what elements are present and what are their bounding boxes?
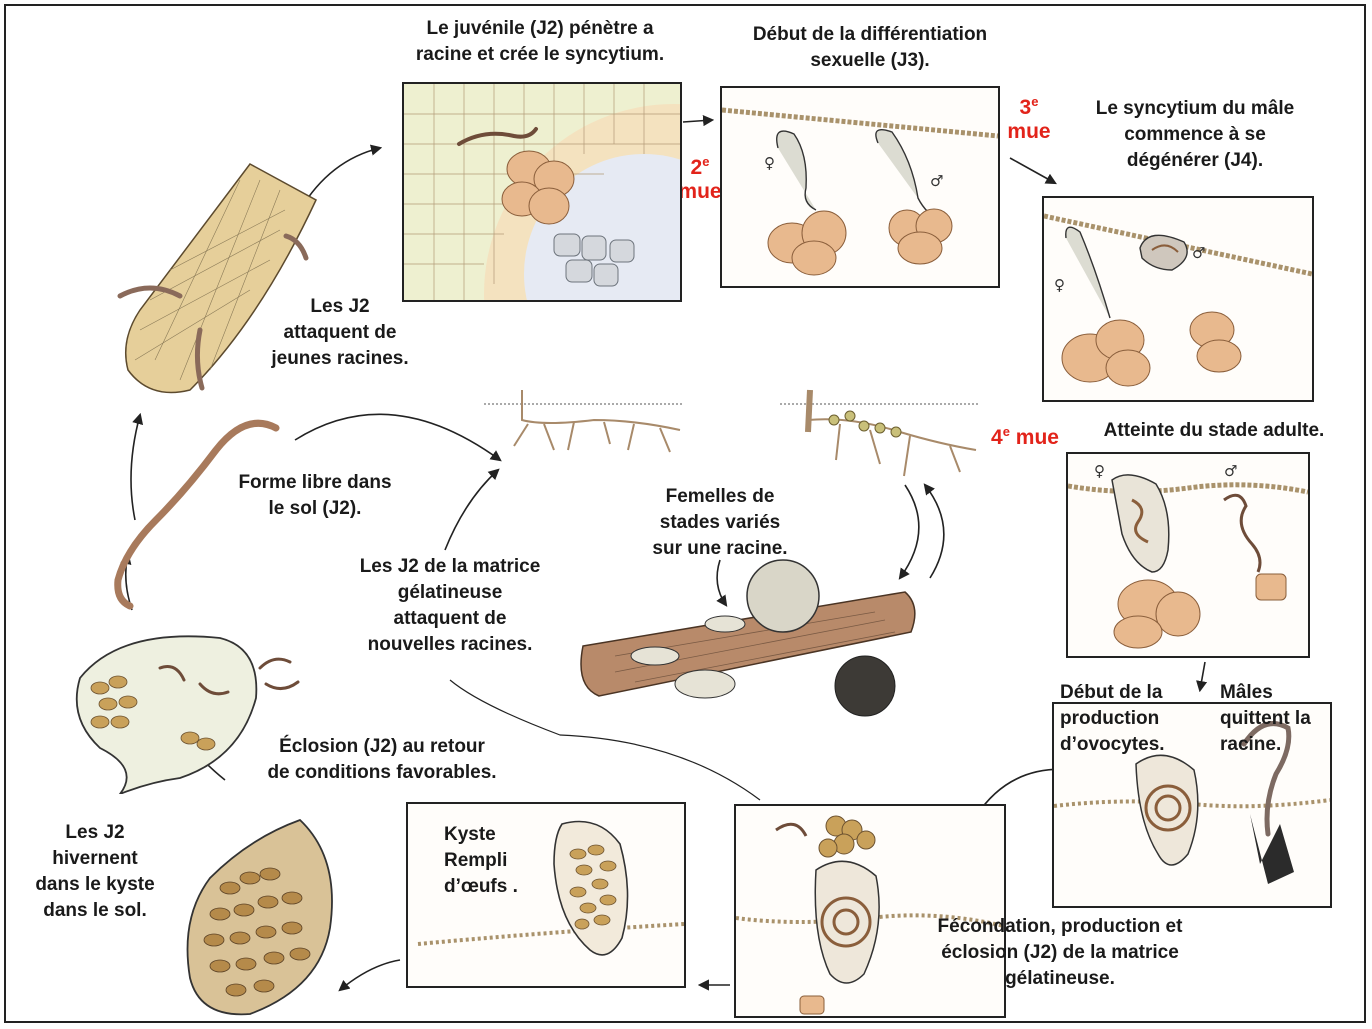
svg-text:♀: ♀ <box>1094 462 1105 480</box>
label-j2-penetration: Le juvénile (J2) pénètre a racine et cré… <box>380 16 700 68</box>
arrow-j3-to-j4 <box>1010 158 1055 183</box>
panel-j4: ♀ ♂ <box>1042 196 1314 402</box>
panel-differentiation: ♀ ♂ <box>720 86 1000 288</box>
label-j2-attack-young-roots: Les J2 attaquent de jeunes racines. <box>240 294 440 372</box>
arrow-penetration-to-j3 <box>683 120 712 122</box>
label-sexual-differentiation: Début de la différentiation sexuelle (J3… <box>710 22 1030 74</box>
arrow-adult-to-ovocytes <box>1200 662 1205 690</box>
label-fecondation: Fécondation, production et éclosion (J2)… <box>900 914 1220 992</box>
label-adult-stage: Atteinte du stade adulte. <box>1084 418 1344 444</box>
label-matrix-j2-attack: Les J2 de la matrice gélatineuse attaque… <box>330 554 570 658</box>
soil-root-left-illustration <box>484 380 684 480</box>
svg-text:♂: ♂ <box>1224 462 1237 480</box>
overwintering-cyst-illustration <box>170 818 350 1018</box>
label-cyst-filled: Kyste Rempli d’œufs . <box>444 822 544 900</box>
soil-root-right-illustration <box>780 380 980 490</box>
label-females-various-stages: Femelles de stades variés sur une racine… <box>620 484 820 562</box>
panel-adult: ♀ ♂ <box>1066 452 1310 658</box>
svg-text:♀: ♀ <box>1054 276 1065 294</box>
arrow-femelles-right-up <box>925 485 944 578</box>
root-with-females-illustration <box>575 556 925 732</box>
label-overwintering: Les J2 hivernent dans le kyste dans le s… <box>20 820 170 924</box>
svg-text:♂: ♂ <box>1192 244 1205 262</box>
label-ovocyte-production: Début de la production d’ovocytes. <box>1060 680 1200 758</box>
label-free-form-j2: Forme libre dans le sol (J2). <box>210 470 420 522</box>
molt-3: 3emue <box>994 90 1064 144</box>
panel-penetration <box>402 82 682 302</box>
svg-text:♀: ♀ <box>764 154 775 172</box>
label-males-leave-root: Mâles quittent la racine. <box>1220 680 1350 758</box>
svg-text:♂: ♂ <box>930 172 943 190</box>
arrow-free-to-soil-root <box>295 414 500 460</box>
label-hatching: Éclosion (J2) au retour de conditions fa… <box>232 734 532 786</box>
label-male-syncytium: Le syncytium du mâle commence à se dégén… <box>1060 96 1330 174</box>
molt-4: 4e mue <box>980 420 1070 450</box>
arrow-matrix-to-soil-root <box>445 470 498 550</box>
